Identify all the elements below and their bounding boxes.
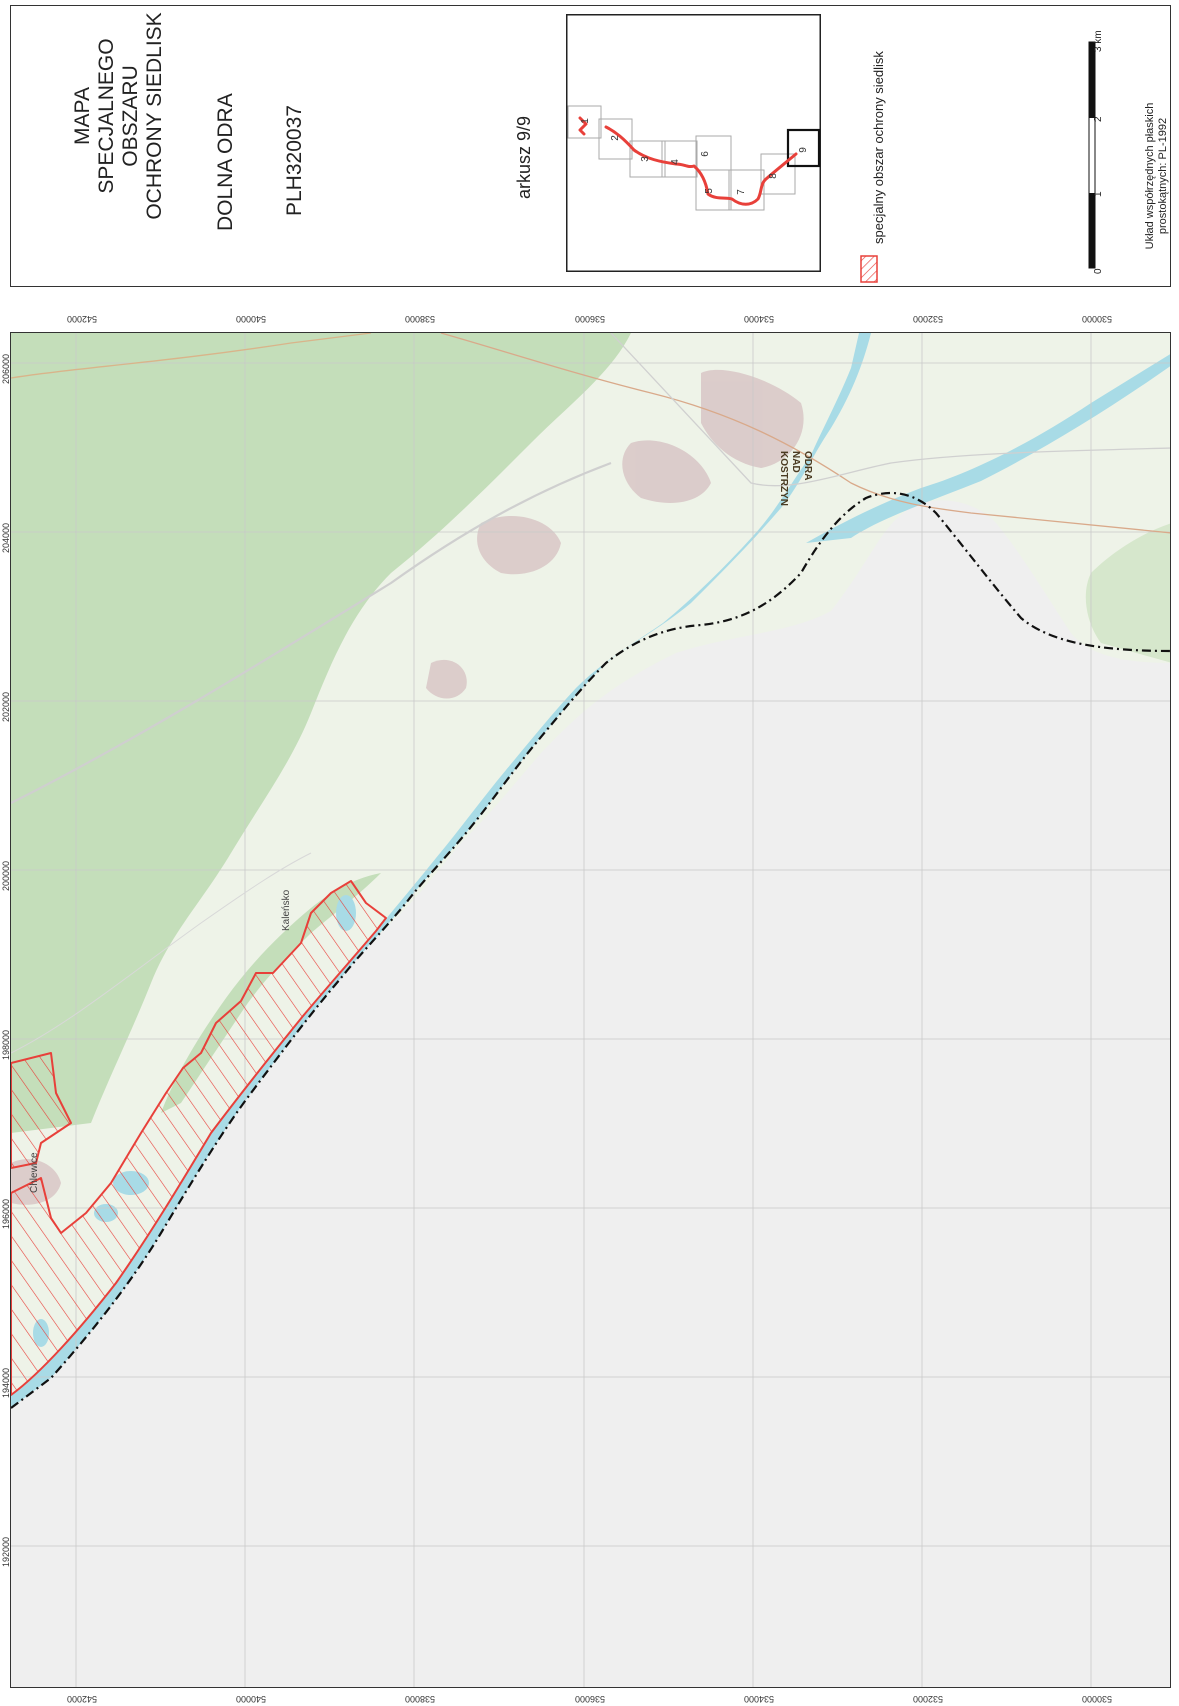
index-sheet-label: 7 [736, 189, 747, 195]
scale-bar [1088, 41, 1096, 269]
forest-area [1085, 523, 1170, 663]
soo-boundary-line [11, 491, 1170, 1409]
scale-tick: 0 [1093, 268, 1104, 274]
index-sheet-label: 6 [700, 151, 711, 157]
index-sheet-label: 9 [798, 147, 809, 153]
site-code: PLH320037 [283, 105, 306, 216]
legend-symbol [860, 255, 878, 283]
forest-area [11, 333, 631, 1133]
main-map: KOSTRZYN NAD ODRA Kaleńsko Chlewice [10, 332, 1171, 1688]
grid-coordinate-label: 534000 [743, 1694, 774, 1704]
index-sheet-label: 8 [768, 173, 779, 179]
grid-coordinate-label: 542000 [66, 314, 97, 324]
index-sheet-label: 4 [670, 159, 681, 165]
roads [11, 333, 1170, 1054]
grid-coordinate-label: 530000 [1081, 314, 1112, 324]
index-sheet-label: 2 [610, 135, 621, 141]
grid-coordinate-label: 534000 [743, 314, 774, 324]
place-label-chlewice: Chlewice [29, 1152, 40, 1193]
grid-coordinate-label: 536000 [574, 1694, 605, 1704]
index-sheet-label: 3 [640, 156, 651, 162]
scale-tick: 1 [1093, 191, 1104, 197]
place-label-kalensko: Kaleńsko [281, 889, 292, 931]
scale-tick: 3 km [1093, 30, 1104, 52]
index-sheet-label: 5 [704, 188, 715, 194]
grid-coordinate-label: 536000 [574, 314, 605, 324]
grid-coordinate-label: 532000 [912, 1694, 943, 1704]
grid-coordinate-label: 530000 [1081, 1694, 1112, 1704]
place-label-kostrzyn: KOSTRZYN NAD ODRA [778, 451, 813, 509]
grid-coordinate-label: 540000 [235, 314, 266, 324]
grid-coordinate-label: 538000 [404, 1694, 435, 1704]
site-name: DOLNA ODRA [214, 93, 237, 231]
river-warta [806, 354, 1170, 543]
title-line: OCHRONY SIEDLISK [143, 12, 166, 220]
grid-coordinate-label: 540000 [235, 1694, 266, 1704]
legend-label: specjalny obszar ochrony siedlisk [871, 51, 886, 244]
map-canvas: KOSTRZYN NAD ODRA Kaleńsko Chlewice [11, 333, 1170, 1687]
map-title: MAPA SPECJALNEGO OBSZARU OCHRONY SIEDLIS… [71, 6, 167, 226]
scale-tick: 2 [1093, 116, 1104, 122]
crs-note: Układ współrzędnych płaskich prostokątny… [1144, 102, 1169, 250]
grid-coordinate-label: 538000 [404, 314, 435, 324]
map-header-panel: MAPA SPECJALNEGO OBSZARU OCHRONY SIEDLIS… [10, 5, 1171, 287]
sheet-number: arkusz 9/9 [514, 115, 534, 199]
soo-area [11, 880, 387, 1396]
title-line: OBSZARU [119, 65, 142, 167]
index-sheet-label: 1 [580, 118, 591, 124]
index-map: 1 2 3 4 5 6 7 8 9 [566, 14, 821, 272]
grid-coordinate-label: 542000 [66, 1694, 97, 1704]
grid-coordinate-label: 532000 [912, 314, 943, 324]
title-line: MAPA [71, 87, 94, 145]
soo-area [11, 1052, 72, 1169]
title-line: SPECJALNEGO [95, 38, 118, 194]
